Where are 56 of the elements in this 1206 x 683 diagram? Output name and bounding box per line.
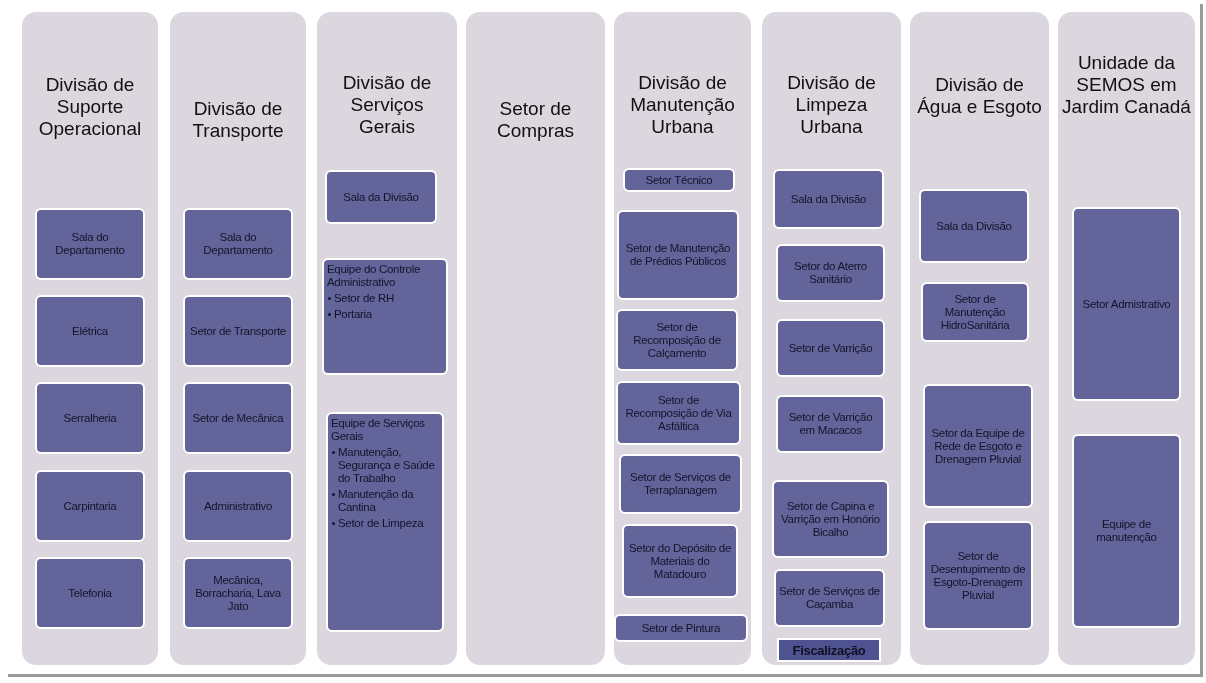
column-heading: Setor de Compras xyxy=(495,98,576,142)
column-heading: Divisão de Água e Esgoto xyxy=(916,74,1043,118)
org-box: Setor de Manutenção HidroSanitária xyxy=(921,282,1029,342)
org-box: Setor de Varrição xyxy=(776,319,885,377)
org-box xyxy=(326,412,444,632)
org-box: Setor Técnico xyxy=(623,168,735,192)
column-panel xyxy=(762,12,901,665)
org-box: Fiscalização xyxy=(777,638,881,662)
column-heading: Divisão de Transporte xyxy=(191,98,285,142)
org-box: Setor de Transporte xyxy=(183,295,293,367)
org-box: Elétrica xyxy=(35,295,145,367)
column-panel xyxy=(170,12,306,665)
box-heading: Equipe do Controle Administrativo xyxy=(327,263,422,289)
org-box: Carpintaria xyxy=(35,470,145,542)
org-box: Setor do Aterro Sanitário xyxy=(776,244,885,302)
org-box: Setor de Serviços de Terraplanagem xyxy=(619,454,742,514)
column-panel xyxy=(22,12,158,665)
column-heading: Divisão de Suporte Operacional xyxy=(37,74,143,140)
org-box xyxy=(322,258,448,375)
org-box: Setor de Pintura xyxy=(614,614,748,642)
column-heading: Divisão de Manutenção Urbana xyxy=(629,72,736,138)
column-panel xyxy=(1058,12,1195,665)
column-heading: Divisão de Serviços Gerais xyxy=(341,72,433,138)
bullet-item: Setor de RH xyxy=(334,292,394,305)
bullet-item: Setor de Limpeza xyxy=(338,517,424,530)
org-box: Setor da Equipe de Rede de Esgoto e Drenagem Pluvial xyxy=(923,384,1033,508)
org-box: Setor de Varrição em Macacos xyxy=(776,395,885,453)
org-box: Setor de Mecânica xyxy=(183,382,293,454)
org-box: Equipe de manutenção xyxy=(1072,434,1181,628)
column-panel xyxy=(910,12,1049,665)
bullet-item: Portaria xyxy=(334,308,372,321)
column-panel xyxy=(466,12,605,665)
org-box: Serralheria xyxy=(35,382,145,454)
column-panel xyxy=(317,12,457,665)
org-box: Setor de Serviços de Caçamba xyxy=(774,569,885,627)
org-box: Setor de Capina e Varrição em Honório Bicalho xyxy=(772,480,889,558)
org-box: Sala da Divisão xyxy=(773,169,884,229)
org-box: Sala do Departamento xyxy=(183,208,293,280)
org-box: Sala do Departamento xyxy=(35,208,145,280)
column-heading: Divisão de Limpeza Urbana xyxy=(786,72,877,138)
org-box: Telefonia xyxy=(35,557,145,629)
org-box: Mecânica, Borracharia, Lava Jato xyxy=(183,557,293,629)
column-heading: Unidade da SEMOS em Jardim Canadá xyxy=(1062,52,1191,118)
org-box: Setor do Depósito de Materiais do Matadouro xyxy=(622,524,738,598)
org-box: Setor de Desentupimento de Esgoto-Drenagem Pluvial xyxy=(923,521,1033,630)
column-panel xyxy=(614,12,751,665)
box-heading: Equipe de Serviços Gerais xyxy=(331,417,426,443)
org-box: Setor Admistrativo xyxy=(1072,207,1181,401)
org-box: Setor de Manutenção de Prédios Públicos xyxy=(617,210,739,300)
org-box: Administrativo xyxy=(183,470,293,542)
org-box: Sala da Divisão xyxy=(919,189,1029,263)
org-box: Sala da Divisão xyxy=(325,170,437,224)
org-box: Setor de Recomposição de Calçamento xyxy=(616,309,738,371)
bullet-item: Manutenção da Cantina xyxy=(338,488,415,514)
bullet-item: Manutenção, Segurança e Saúde do Trabalho xyxy=(338,446,436,485)
org-box: Setor de Recomposição de Via Asfáltica xyxy=(616,381,741,445)
